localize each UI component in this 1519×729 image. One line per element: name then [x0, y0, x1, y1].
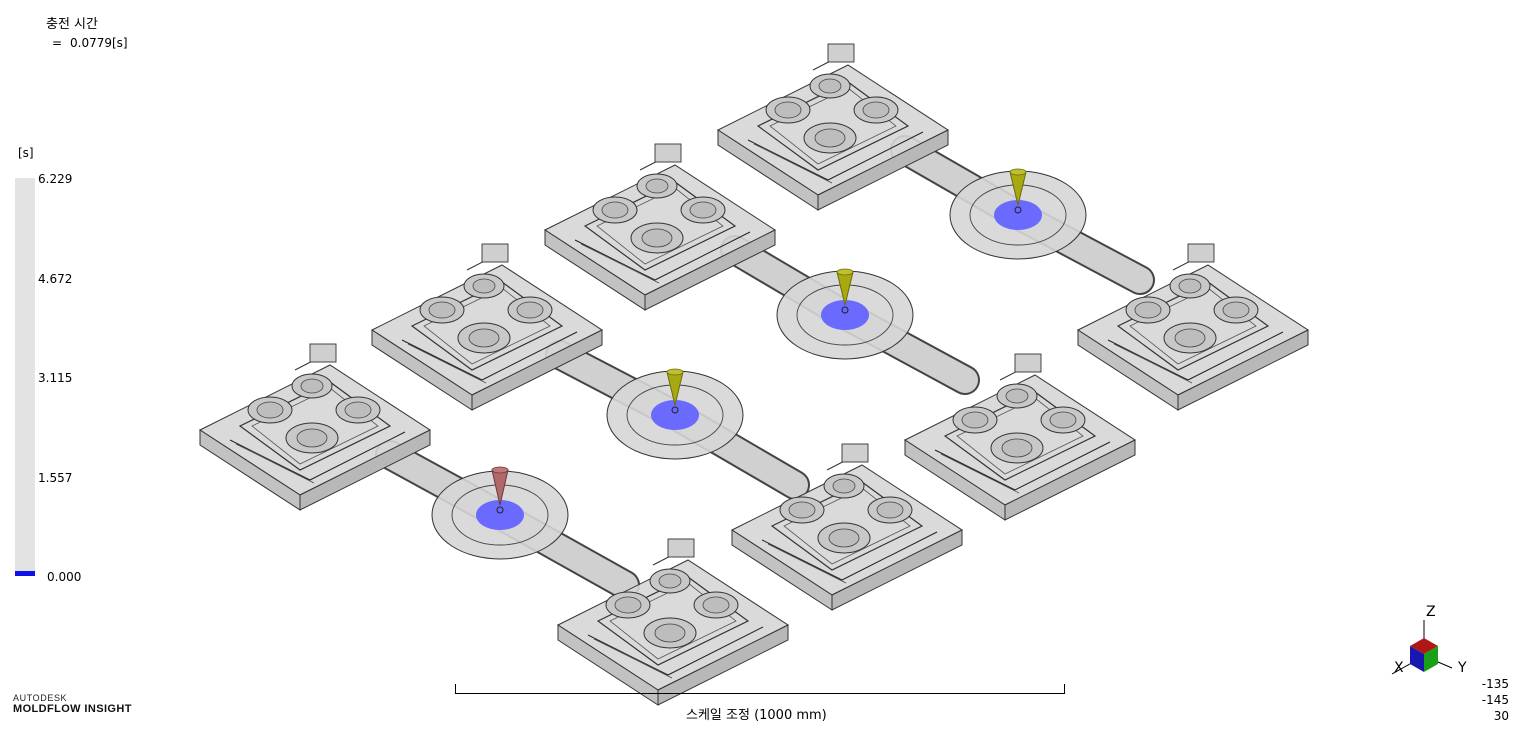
axis-y-label: Y: [1458, 660, 1467, 676]
molded-part: [544, 143, 776, 311]
axis-x-label: X: [1394, 660, 1404, 676]
orientation-triad[interactable]: [1391, 620, 1453, 675]
legend-tick-min: 0.000: [47, 570, 82, 584]
injection-cone-icon: [836, 268, 854, 314]
legend-tick-4: 1.557: [38, 471, 73, 485]
injection-cone-icon: [1009, 168, 1027, 214]
filled-region: [476, 500, 524, 530]
filled-region: [651, 400, 699, 430]
view-angle-3: 30: [1493, 709, 1509, 723]
molded-part: [371, 243, 603, 411]
legend-min-fill: [15, 571, 35, 576]
view-angle-2: -145: [1481, 693, 1509, 707]
result-title: 충전 시간: [46, 17, 98, 32]
view-angles: -135 -145 30: [1482, 676, 1509, 724]
brand-moldflow: MOLDFLOW INSIGHT: [13, 703, 132, 715]
legend-unit: [s]: [18, 146, 34, 160]
result-value: = 0.0779[s]: [52, 35, 128, 51]
molded-part: [717, 43, 949, 211]
legend-tick-2: 4.672: [38, 272, 73, 286]
scale-label: 스케일 조정 (1000 mm): [686, 708, 827, 723]
legend-tick-max: 6.229: [38, 172, 73, 186]
scale-bar: [455, 684, 1065, 694]
brand-autodesk: AUTODESK: [13, 693, 68, 703]
injection-cone-icon: [491, 466, 509, 514]
axis-z-label: Z: [1426, 604, 1436, 620]
result-value-text: 0.0779[s]: [70, 36, 128, 50]
filled-region: [821, 300, 869, 330]
legend-tick-3: 3.115: [38, 371, 73, 385]
injection-cone-icon: [666, 368, 684, 414]
legend-color-bar: [15, 178, 35, 576]
view-angle-1: -135: [1481, 677, 1509, 691]
result-equals: =: [52, 36, 63, 50]
brand-logo: AUTODESK MOLDFLOW INSIGHT: [13, 693, 132, 716]
filled-region: [994, 200, 1042, 230]
molded-part: [199, 343, 431, 511]
